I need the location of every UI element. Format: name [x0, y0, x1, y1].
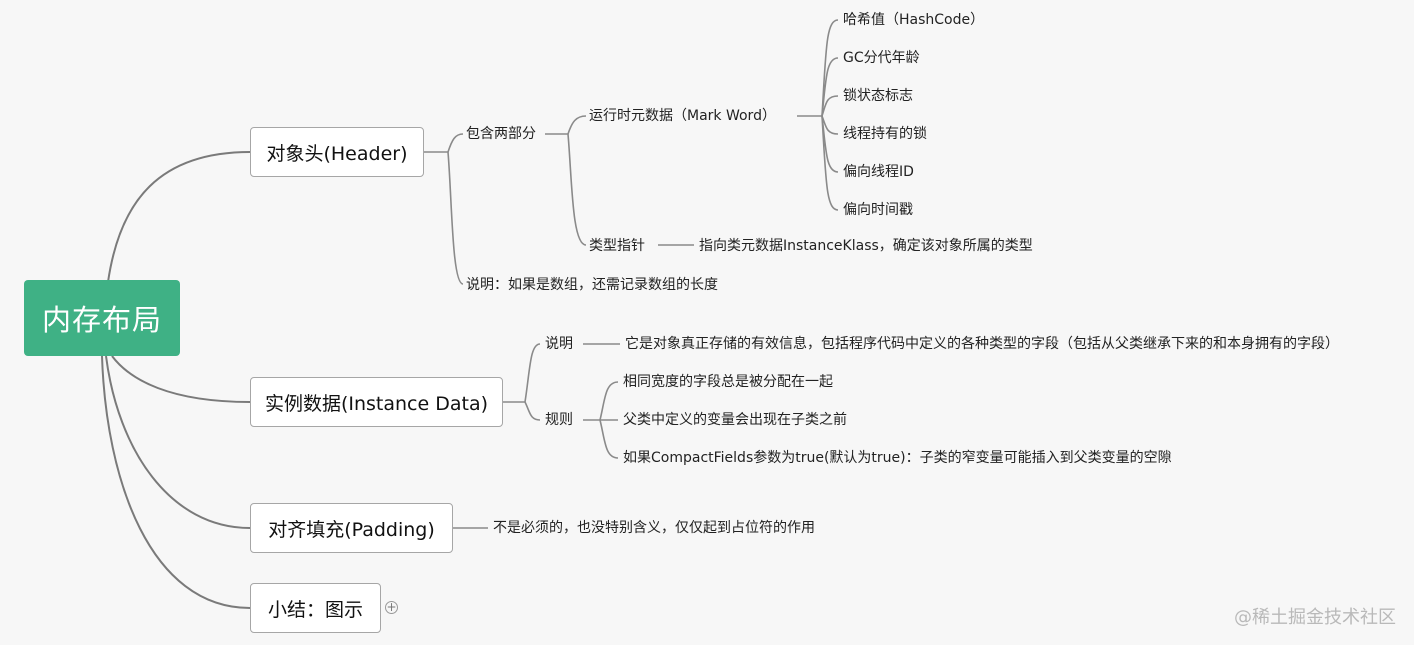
link-header-note: [447, 151, 464, 285]
link-rule-0: [599, 381, 619, 421]
mark-word-item[interactable]: 偏向时间戳: [843, 202, 913, 218]
topic-instance-data[interactable]: 实例数据(Instance Data): [250, 377, 503, 427]
instance-desc-label[interactable]: 说明: [545, 336, 573, 352]
topic-padding[interactable]: 对齐填充(Padding): [250, 503, 453, 553]
padding-detail[interactable]: 不是必须的，也没特别含义，仅仅起到占位符的作用: [493, 520, 815, 536]
link-root-padding: [105, 355, 251, 529]
link-instance-desc: [524, 343, 541, 403]
topic-header-label: 对象头(Header): [266, 142, 408, 165]
topic-instance-data-label: 实例数据(Instance Data): [264, 392, 489, 415]
link-header-parts: [447, 133, 464, 153]
instance-rule-item[interactable]: 如果CompactFields参数为true(默认为true)：子类的窄变量可能…: [623, 450, 1172, 466]
link-root-summary: [101, 355, 251, 609]
link-root-header: [107, 151, 251, 283]
klass-pointer-label[interactable]: 类型指针: [589, 238, 645, 254]
instance-rules-label[interactable]: 规则: [545, 412, 573, 428]
mark-word-item[interactable]: 哈希值（HashCode）: [843, 12, 985, 28]
link-rule-2: [599, 419, 619, 459]
link-parts-markword: [567, 115, 587, 135]
plus-circle-icon[interactable]: +: [385, 600, 398, 614]
instance-rule-item[interactable]: 父类中定义的变量会出现在子类之前: [623, 412, 847, 428]
link-parts-klass: [567, 133, 587, 246]
instance-desc-text[interactable]: 它是对象真正存储的有效信息，包括程序代码中定义的各种类型的字段（包括从父类继承下…: [625, 336, 1339, 352]
link-root-instance: [111, 355, 251, 403]
topic-padding-label: 对齐填充(Padding): [268, 518, 435, 541]
link-mw-0: [821, 19, 839, 117]
link-mw-2: [821, 95, 839, 117]
topic-header[interactable]: 对象头(Header): [250, 127, 424, 177]
mark-word-item[interactable]: 锁状态标志: [843, 88, 913, 104]
mark-word-label[interactable]: 运行时元数据（Mark Word）: [589, 108, 776, 124]
header-parts-label[interactable]: 包含两部分: [466, 126, 536, 142]
mark-word-item[interactable]: 线程持有的锁: [843, 126, 927, 142]
mark-word-item[interactable]: GC分代年龄: [843, 50, 920, 66]
instance-rule-item[interactable]: 相同宽度的字段总是被分配在一起: [623, 374, 833, 390]
watermark: @稀土掘金技术社区: [1234, 607, 1396, 628]
topic-summary[interactable]: 小结：图示: [250, 583, 381, 633]
link-instance-rules: [524, 401, 541, 421]
topic-summary-label: 小结：图示: [267, 598, 363, 621]
link-mw-5: [821, 115, 839, 211]
root-topic-label: 内存布局: [41, 303, 162, 337]
header-note[interactable]: 说明：如果是数组，还需记录数组的长度: [466, 277, 718, 293]
link-mw-1: [821, 57, 839, 117]
klass-pointer-detail[interactable]: 指向类元数据InstanceKlass，确定该对象所属的类型: [699, 238, 1033, 254]
mark-word-item[interactable]: 偏向线程ID: [843, 164, 914, 180]
root-topic[interactable]: 内存布局: [24, 280, 180, 356]
